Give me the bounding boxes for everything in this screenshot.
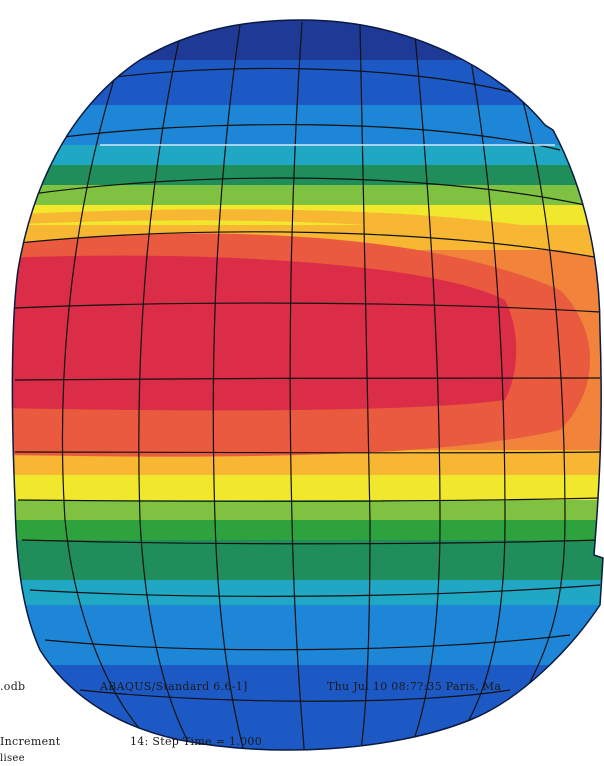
footer-version: ABAQUS/Standard 6.6-1]	[100, 680, 248, 693]
contour-band-core-red	[12, 255, 517, 411]
footer-timestamp: Thu Jul 10 08:7?:35 Paris, Ma	[327, 680, 502, 693]
footer-file-name: .odb	[0, 680, 26, 693]
mesh-lines	[14, 21, 601, 751]
footer-step-time: 14: Step Time = 1.000	[130, 735, 262, 748]
footer-increment-label: Increment	[0, 735, 61, 748]
footer-misc: lisee	[0, 753, 25, 764]
model-outline	[11, 19, 604, 751]
contour-band-inner-yellow	[12, 209, 603, 260]
